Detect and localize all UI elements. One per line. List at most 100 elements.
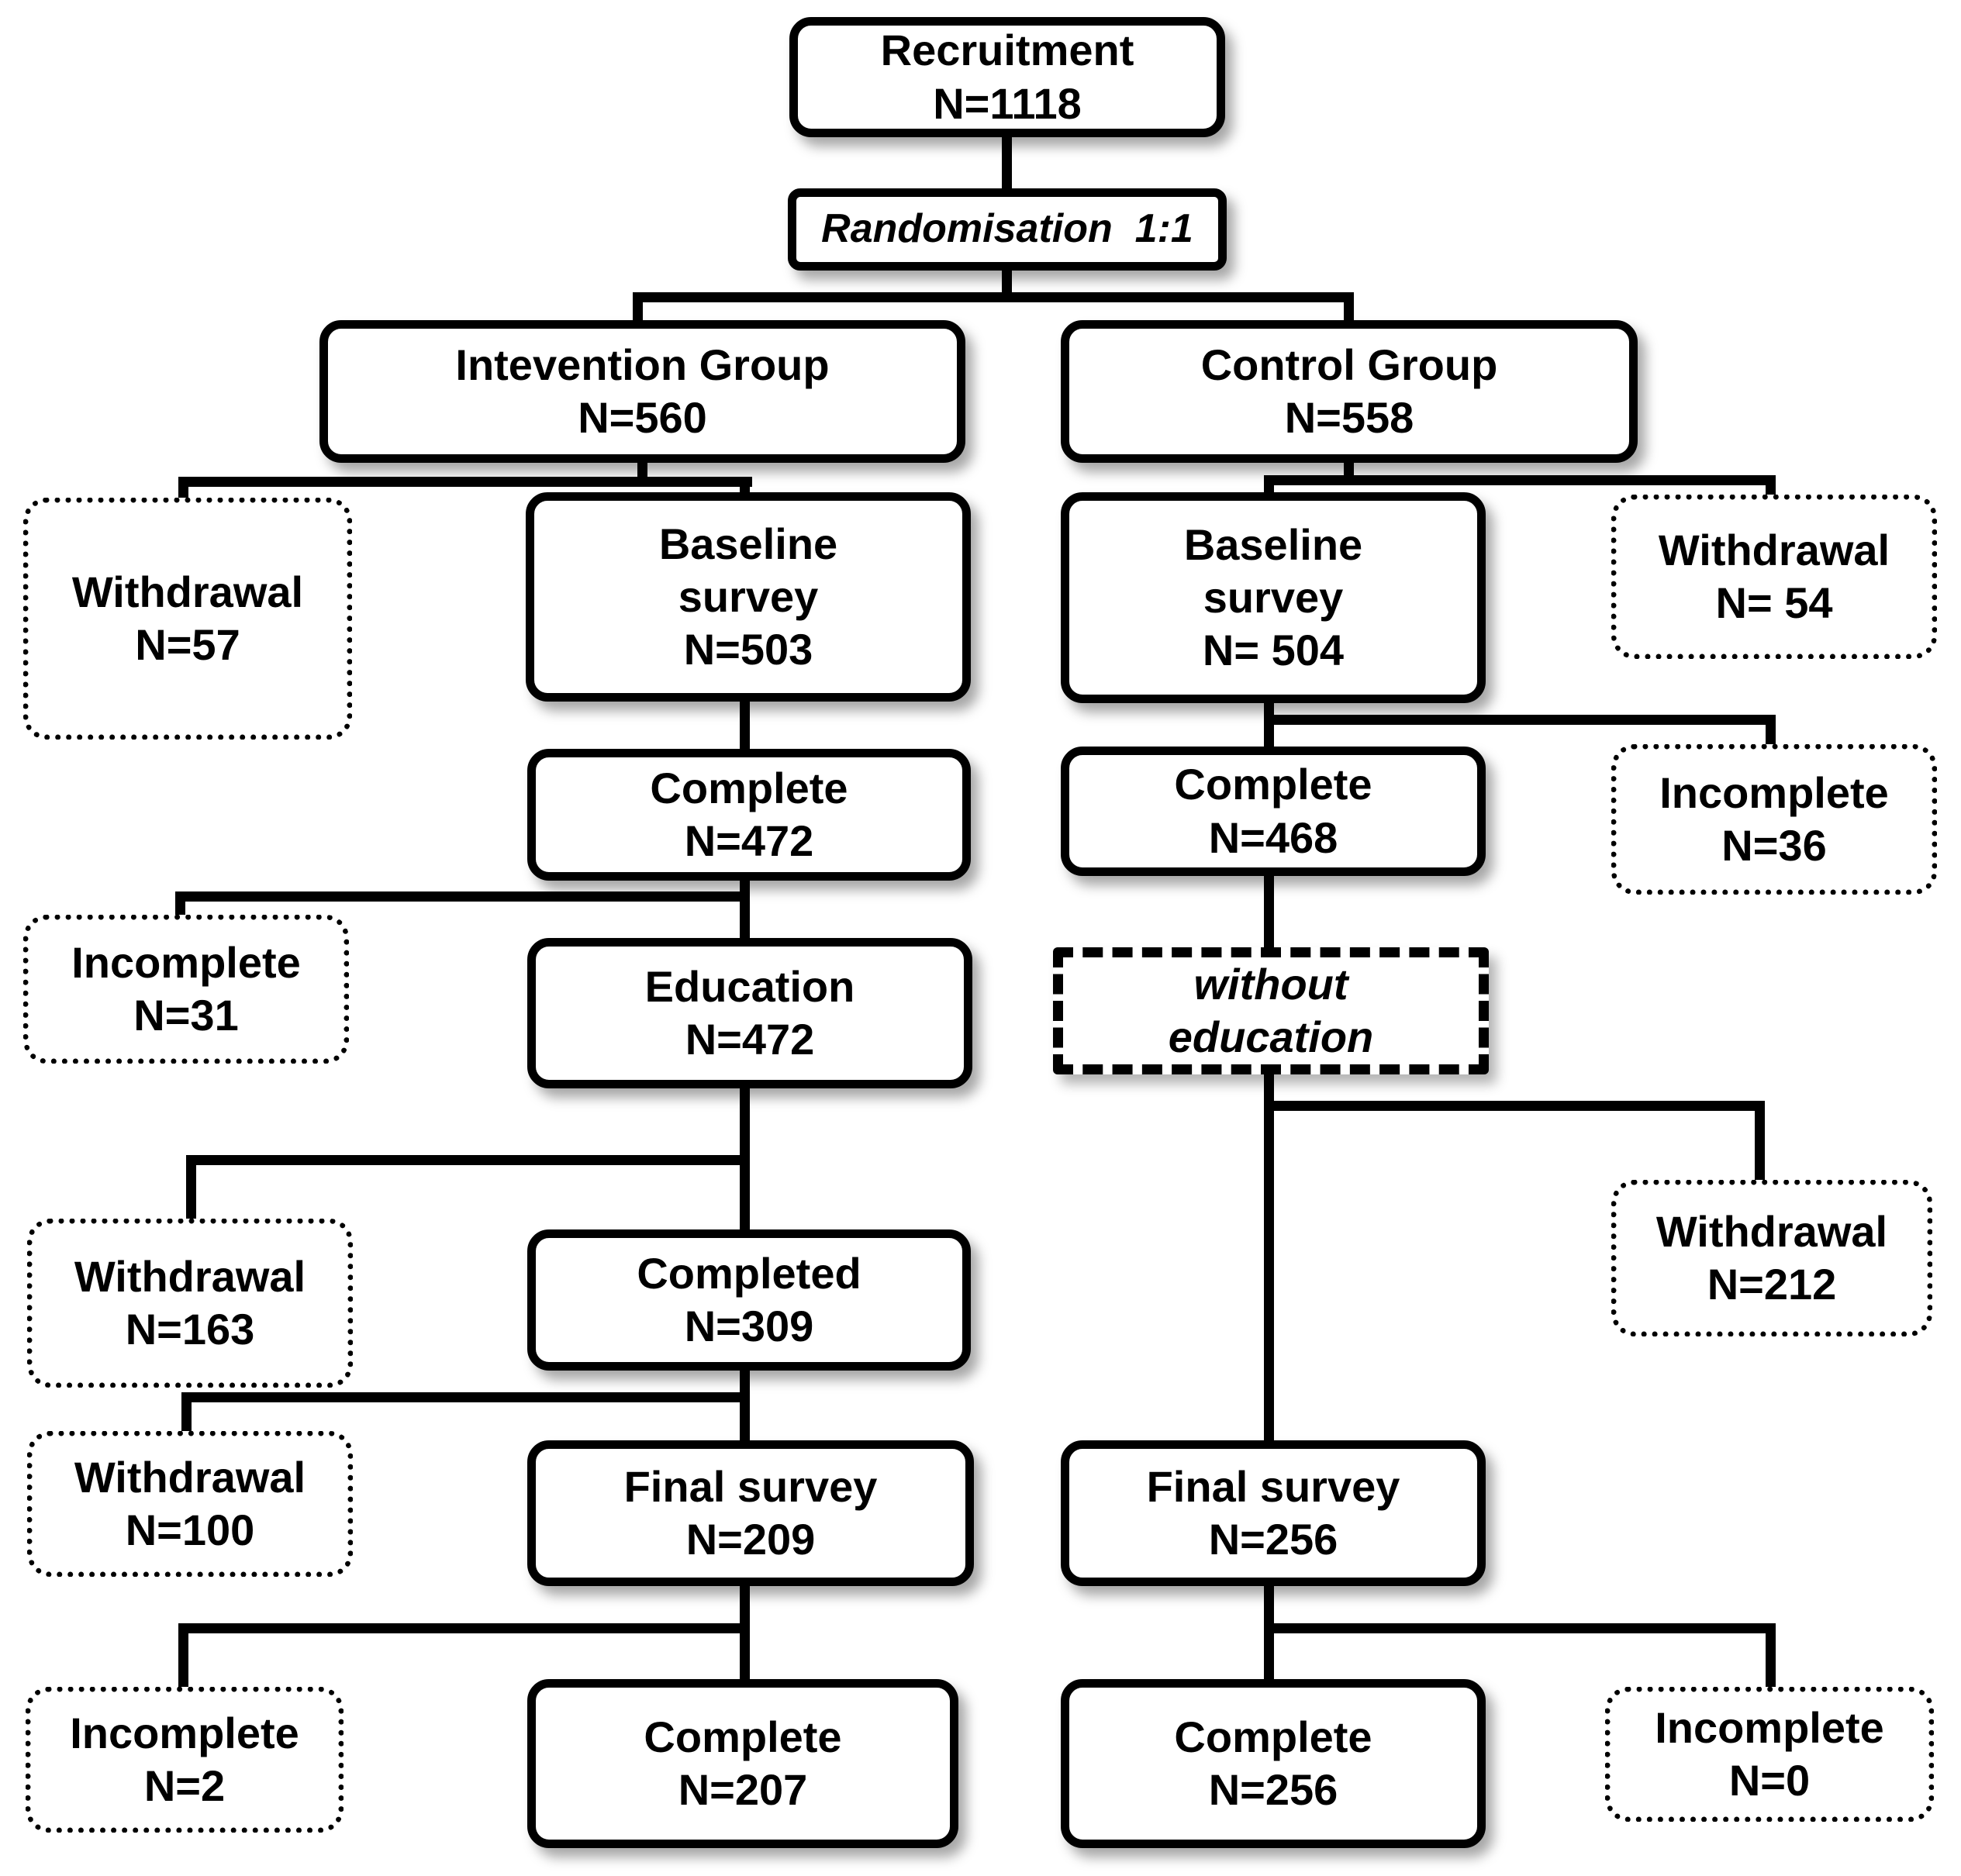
connector-line <box>186 1155 750 1165</box>
connector-line <box>181 1392 750 1402</box>
node-count: N=256 <box>1208 1765 1338 1814</box>
node-count: N=472 <box>685 1015 815 1064</box>
node-incomplete-baseline-intervention: Incomplete N=31 <box>23 915 349 1064</box>
connector-line <box>178 477 752 487</box>
connector-line <box>1344 292 1354 323</box>
node-label: Randomisation 1:1 <box>821 206 1193 252</box>
node-incomplete-baseline-control: Incomplete N=36 <box>1611 744 1937 895</box>
node-count: N=163 <box>125 1305 255 1354</box>
node-incomplete-final-control: Incomplete N=0 <box>1605 1687 1934 1822</box>
node-label: survey <box>1203 572 1344 622</box>
node-count: N=57 <box>135 620 240 669</box>
connector-line <box>1755 1101 1765 1185</box>
connector-line <box>175 891 750 902</box>
node-withdrawal-baseline-control: Withdrawal N= 54 <box>1611 495 1937 659</box>
connector-line <box>1766 475 1776 500</box>
connector-line <box>633 292 1354 302</box>
node-label: Baseline <box>658 519 838 568</box>
node-label: Withdrawal <box>74 1452 306 1502</box>
node-count: N=472 <box>684 816 814 865</box>
connector-line <box>178 477 188 502</box>
node-baseline-survey-intervention: Baseline survey N=503 <box>526 492 971 702</box>
node-baseline-survey-control: Baseline survey N= 504 <box>1061 492 1486 703</box>
node-final-survey-control: Final survey N=256 <box>1061 1440 1486 1586</box>
node-incomplete-final-intervention: Incomplete N=2 <box>26 1687 344 1833</box>
node-label: Recruitment <box>880 26 1134 75</box>
node-count: N=36 <box>1721 821 1827 870</box>
node-complete-final-intervention: Complete N=207 <box>527 1679 958 1848</box>
node-label: Complete <box>1174 760 1372 809</box>
node-label: Incomplete <box>1659 767 1889 817</box>
node-label: Withdrawal <box>71 567 304 616</box>
node-withdrawal-baseline-intervention: Withdrawal N=57 <box>23 498 352 740</box>
node-label: Incomplete <box>71 937 301 987</box>
node-label: Intevention Group <box>455 340 830 389</box>
node-count: N= 54 <box>1715 578 1833 627</box>
node-label: Final survey <box>623 1461 878 1511</box>
connector-line <box>740 1367 750 1445</box>
connector-line <box>1264 1101 1765 1111</box>
node-complete-final-control: Complete N=256 <box>1061 1679 1486 1848</box>
node-count: N=209 <box>685 1515 816 1564</box>
connector-line <box>740 699 750 754</box>
node-withdrawal-final-control: Withdrawal N=212 <box>1611 1180 1932 1336</box>
node-label: Complete <box>650 763 848 812</box>
node-count: N=212 <box>1707 1260 1837 1309</box>
node-final-survey-intervention: Final survey N=209 <box>527 1440 974 1586</box>
node-count: N=100 <box>125 1505 255 1554</box>
connector-line <box>1264 699 1274 750</box>
connector-line <box>1264 475 1776 485</box>
connector-line <box>178 1623 188 1692</box>
node-label: Complete <box>644 1712 842 1761</box>
node-label: Withdrawal <box>1658 525 1890 574</box>
node-count: N=1118 <box>933 78 1082 128</box>
node-control-group: Control Group N=558 <box>1061 320 1638 463</box>
node-count: N=31 <box>133 991 239 1040</box>
node-count: N=503 <box>683 625 813 674</box>
node-completed-education: Completed N=309 <box>527 1229 971 1371</box>
node-count: N=468 <box>1208 812 1338 862</box>
node-intervention-group: Intevention Group N=560 <box>319 320 965 463</box>
connector-line <box>1264 1623 1776 1633</box>
node-label: survey <box>678 571 819 621</box>
node-count: N= 504 <box>1202 626 1345 675</box>
node-label: education <box>1168 1012 1374 1061</box>
node-label: Incomplete <box>70 1708 299 1757</box>
node-label: Withdrawal <box>74 1251 306 1301</box>
node-count: N=0 <box>1728 1756 1811 1805</box>
node-label: without <box>1193 959 1348 1009</box>
node-count: N=207 <box>678 1765 808 1814</box>
connector-line <box>1264 715 1776 725</box>
node-count: N=256 <box>1208 1515 1338 1564</box>
connector-line <box>1002 135 1012 191</box>
node-label: Control Group <box>1200 340 1498 389</box>
node-label: Baseline <box>1183 519 1363 569</box>
connector-line <box>1766 1623 1776 1692</box>
connector-line <box>1766 715 1776 749</box>
connector-line <box>1264 475 1274 497</box>
node-complete-baseline-intervention: Complete N=472 <box>527 749 971 881</box>
node-education: Education N=472 <box>527 938 972 1088</box>
node-count: N=309 <box>684 1302 814 1350</box>
node-count: N=560 <box>578 393 707 442</box>
node-complete-baseline-control: Complete N=468 <box>1061 747 1486 876</box>
node-label: Incomplete <box>1655 1702 1884 1752</box>
node-withdrawal-final-intervention: Withdrawal N=100 <box>27 1431 353 1577</box>
connector-line <box>740 1583 750 1684</box>
node-withdrawal-education-intervention: Withdrawal N=163 <box>27 1219 353 1388</box>
connector-line <box>186 1155 196 1223</box>
node-recruitment: Recruitment N=1118 <box>789 17 1225 137</box>
connector-line <box>181 1392 192 1436</box>
node-randomisation: Randomisation 1:1 <box>788 188 1227 271</box>
connector-line <box>740 878 750 943</box>
node-count: N=558 <box>1284 393 1414 442</box>
node-without-education: without education <box>1053 947 1489 1074</box>
connector-line <box>178 1623 750 1633</box>
connector-line <box>1264 873 1274 952</box>
connector-line <box>633 292 643 323</box>
node-label: Withdrawal <box>1655 1206 1888 1256</box>
connector-line <box>175 891 185 919</box>
connector-line <box>1264 1583 1274 1684</box>
node-label: Final survey <box>1146 1461 1400 1511</box>
